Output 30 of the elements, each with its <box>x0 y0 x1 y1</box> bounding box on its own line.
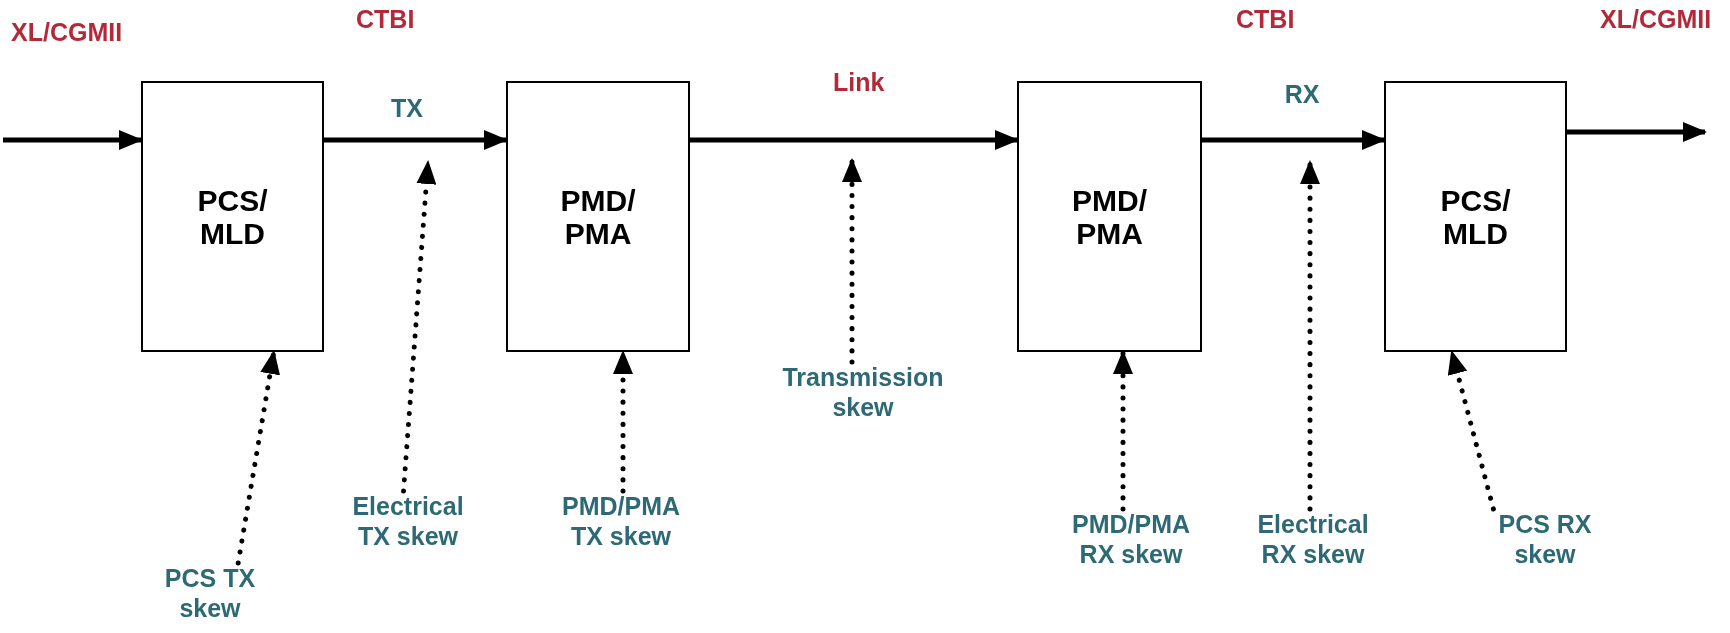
skew-label: Transmission skew <box>753 362 973 422</box>
interface-label: Link <box>833 68 885 97</box>
skew-label: Electrical RX skew <box>1238 509 1388 569</box>
signal-arrow <box>3 130 143 150</box>
box-label: PMD/ PMA <box>559 183 637 250</box>
skew-label: PMD/PMA RX skew <box>1066 509 1196 569</box>
edge-label: RX <box>1284 80 1320 109</box>
box-label: PMD/ PMA <box>1071 183 1148 250</box>
signal-arrow <box>1202 130 1386 150</box>
leader-arrow <box>1300 159 1320 512</box>
interface-label: CTBI <box>356 5 415 34</box>
process-box <box>1384 81 1567 352</box>
leader-arrow <box>842 157 862 365</box>
interface-label: XL/CGMII <box>11 18 123 47</box>
interface-label: XL/CGMII <box>1600 5 1712 34</box>
signal-arrow <box>324 130 508 150</box>
box-label: PCS/ MLD <box>196 183 269 250</box>
leader-arrow <box>401 159 437 494</box>
signal-arrow <box>690 130 1019 150</box>
skew-label: PCS RX skew <box>1480 509 1610 569</box>
process-box <box>141 81 324 352</box>
interface-label: CTBI <box>1236 5 1295 34</box>
box-label: PCS/ MLD <box>1439 183 1512 250</box>
process-box <box>506 81 690 352</box>
skew-label: PMD/PMA TX skew <box>556 491 686 551</box>
process-box <box>1017 81 1202 352</box>
skew-label: Electrical TX skew <box>333 491 483 551</box>
skew-label: PCS TX skew <box>145 563 275 623</box>
edge-label: TX <box>391 94 423 123</box>
signal-arrow <box>1567 122 1707 142</box>
